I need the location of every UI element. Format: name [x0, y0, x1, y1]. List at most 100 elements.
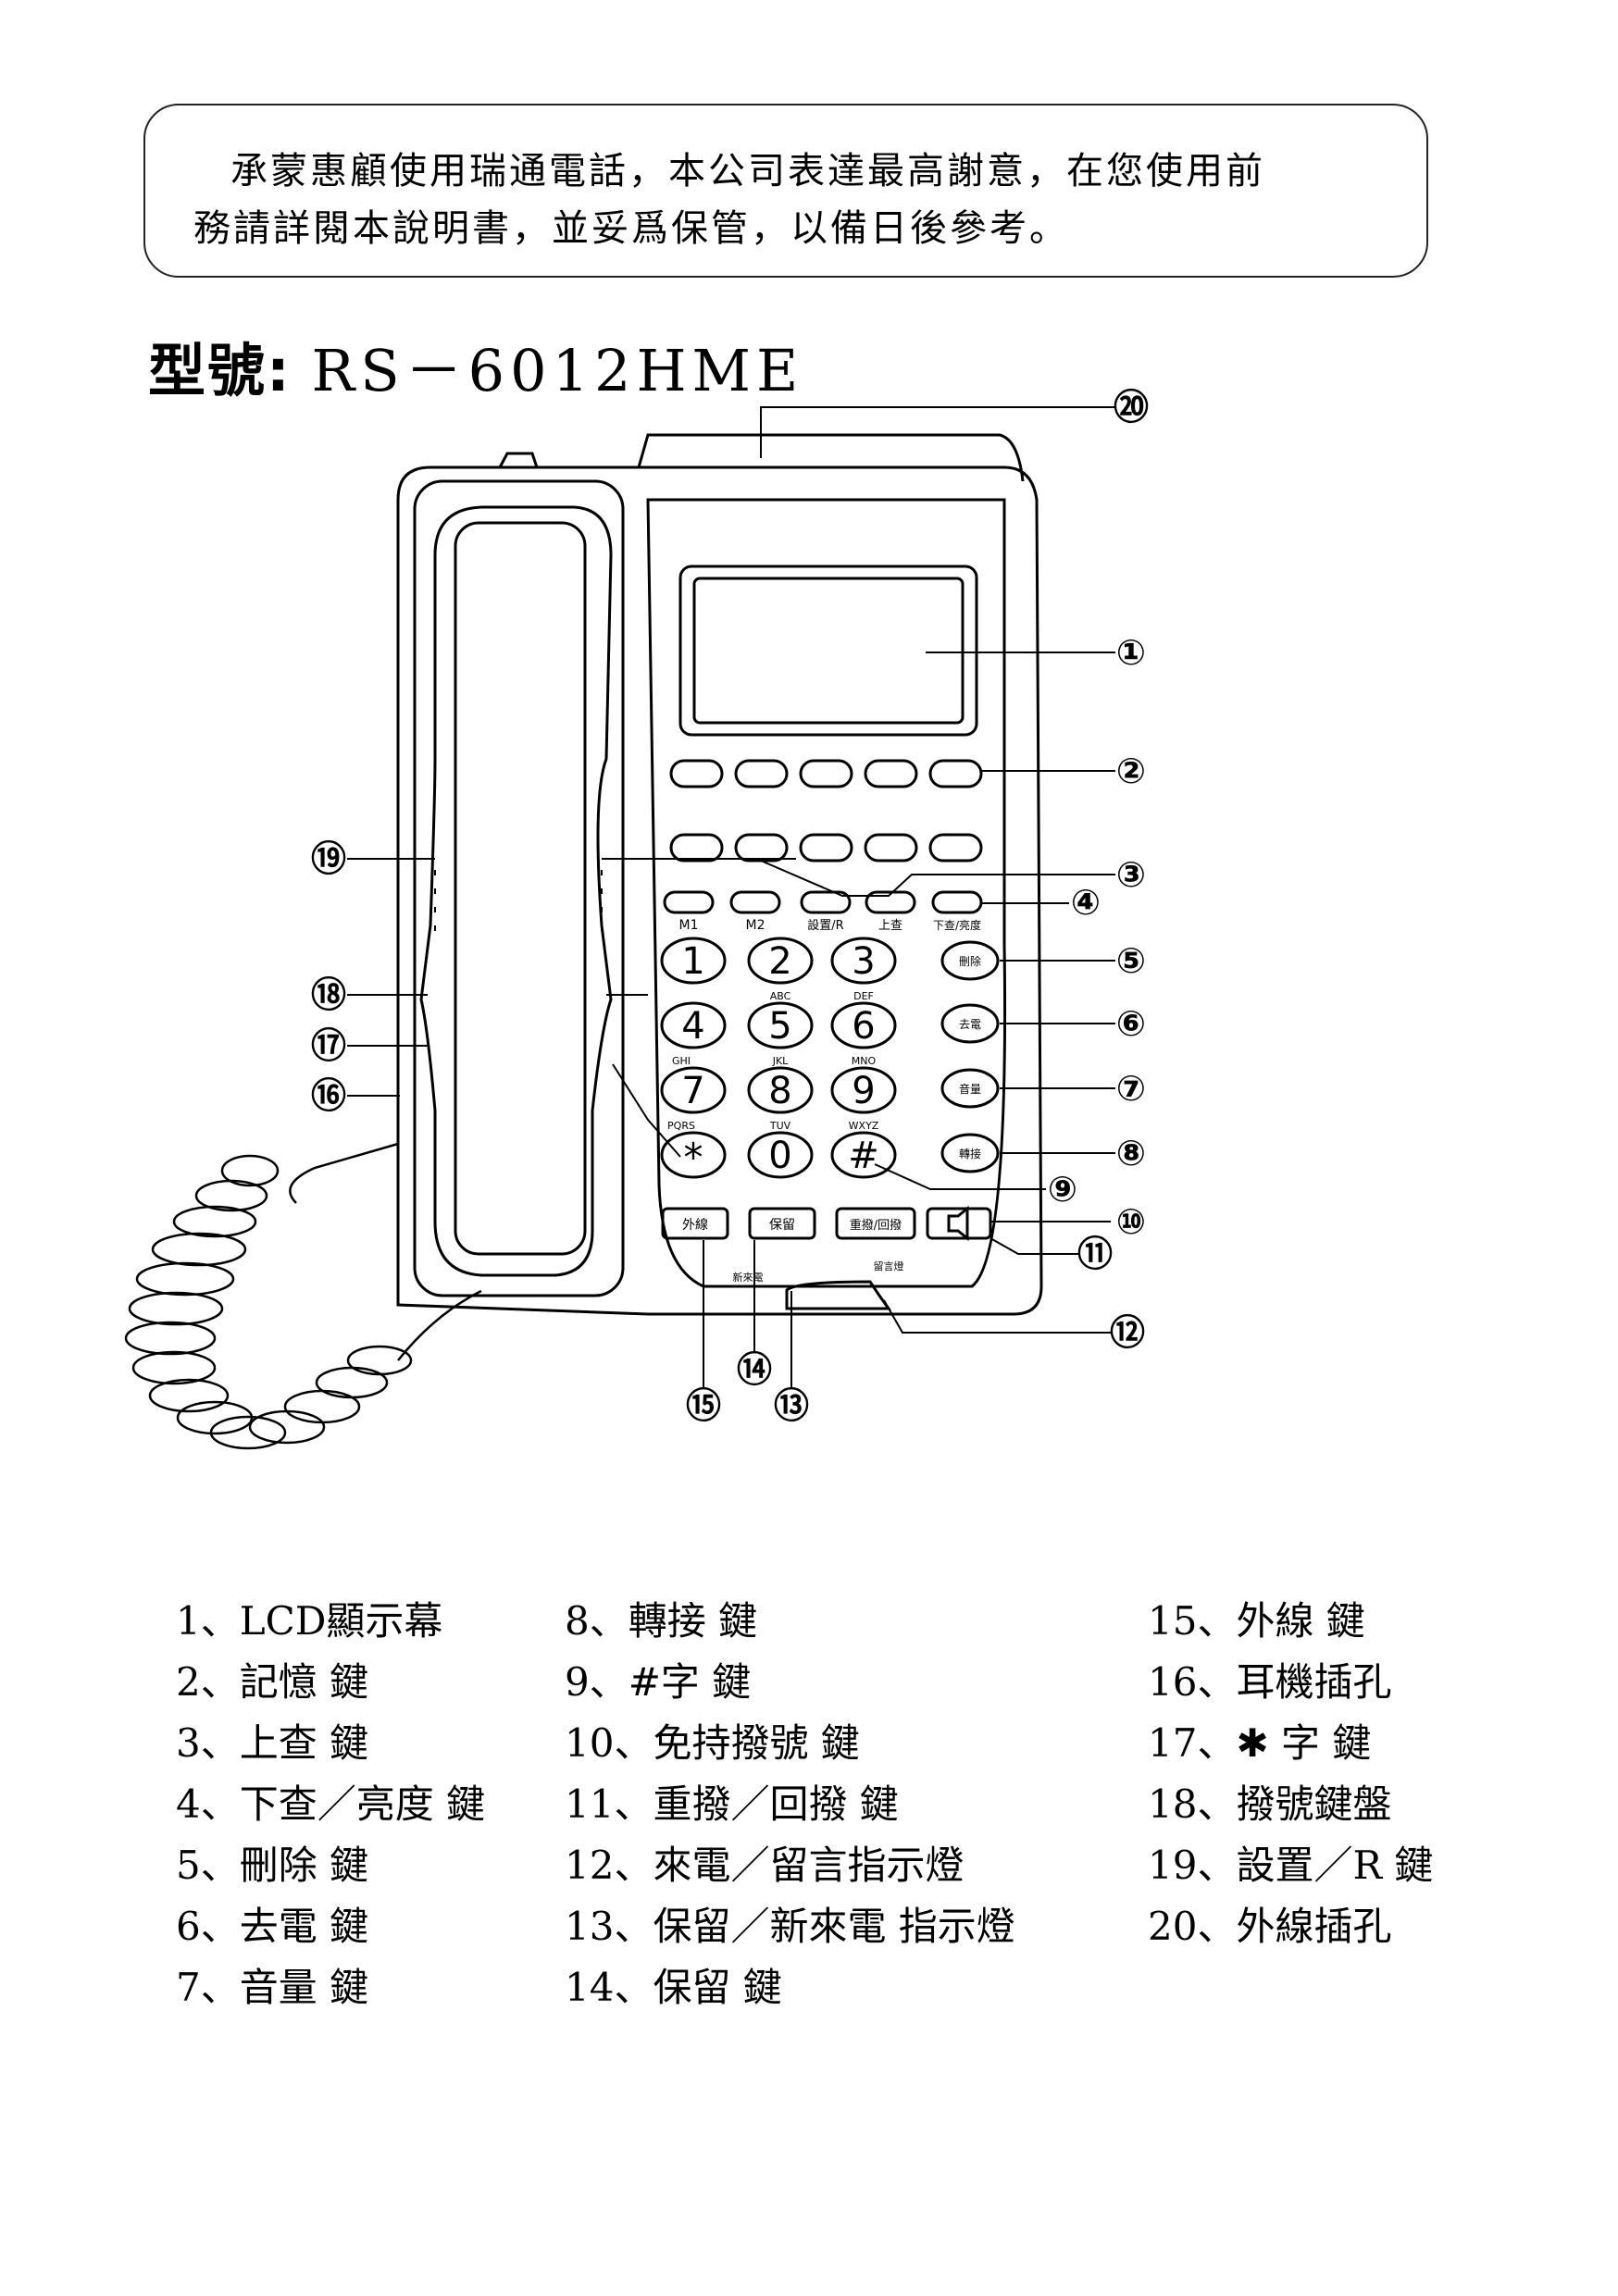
legend-item: 1、LCD顯示幕	[176, 1598, 443, 1644]
jack-plug	[498, 452, 539, 468]
legend-column-1: 1、LCD顯示幕 2、記憶 鍵 3、上查 鍵 4、下查／亮度 鍵 5、刪除 鍵 …	[176, 1590, 485, 2017]
memory-key	[864, 759, 918, 788]
callout-5: ⑤	[1116, 940, 1146, 981]
phone-diagram: M1 M2 設置/R 上查 下查/亮度 1 2 3 4 5 6 7 8 9 * …	[124, 387, 1149, 1450]
legend-item: 18、撥號鍵盤	[1148, 1781, 1392, 1827]
dial-digit-7: 7	[681, 1070, 704, 1112]
dial-key-7	[660, 1066, 727, 1114]
callout-8: ⑧	[1116, 1133, 1146, 1173]
key-label-set-r: 設置/R	[807, 918, 843, 933]
memory-key	[669, 833, 724, 863]
dial-digit-2: 2	[768, 940, 791, 983]
legend-item: 20、外線插孔	[1148, 1904, 1392, 1949]
legend-item: 14、保留 鍵	[565, 1965, 782, 2010]
side-key-label-delete: 刪除	[959, 954, 981, 968]
phone-top-ledge	[637, 433, 1025, 482]
legend-item: 13、保留／新來電 指示燈	[565, 1904, 1015, 1949]
callout-14: ⑭	[737, 1349, 772, 1390]
callout-17: ⑰	[311, 1025, 346, 1066]
callout-12: ⑫	[1110, 1312, 1145, 1353]
dial-letters-9: WXYZ	[849, 1120, 879, 1132]
dial-letters-4: GHI	[672, 1055, 691, 1067]
dial-key-3	[830, 937, 897, 985]
memory-key	[864, 833, 918, 863]
callout-2: ②	[1116, 751, 1146, 791]
callout-15: ⑮	[686, 1385, 721, 1426]
dial-key-hash	[830, 1131, 897, 1179]
callout-7: ⑦	[1116, 1068, 1146, 1109]
dial-digit-9: 9	[852, 1070, 875, 1112]
legend-item: 8、轉接 鍵	[565, 1598, 758, 1644]
legend-item: 19、設置／R 鍵	[1148, 1843, 1434, 1888]
dial-key-8	[747, 1066, 814, 1114]
legend-item: 7、音量 鍵	[176, 1965, 369, 2010]
legend-item: 5、刪除 鍵	[176, 1843, 369, 1888]
callout-1: ①	[1116, 632, 1146, 673]
legend-column-2: 8、轉接 鍵 9、#字 鍵 10、免持撥號 鍵 11、重撥／回撥 鍵 12、來電…	[565, 1590, 1015, 2017]
dial-digit-3: 3	[852, 940, 875, 983]
legend-column-3: 15、外線 鍵 16、耳機插孔 17、✱ 字 鍵 18、撥號鍵盤 19、設置／R…	[1148, 1590, 1433, 1956]
callout-10: ⑩	[1116, 1201, 1146, 1242]
function-key-m2	[729, 890, 781, 914]
function-keys	[663, 890, 983, 914]
dial-letters-8: TUV	[769, 1120, 791, 1132]
dial-key-6	[830, 1001, 897, 1049]
handset-inner	[454, 521, 587, 1256]
coiled-cord	[124, 1142, 482, 1450]
dial-key-1	[660, 937, 727, 985]
dial-letters-2: ABC	[770, 990, 791, 1002]
delete-key	[940, 940, 1000, 981]
callout-20: ⑳	[1114, 387, 1149, 428]
dial-key-4	[660, 1001, 727, 1049]
leader-17b	[612, 1063, 681, 1158]
callout-16: ⑯	[311, 1075, 346, 1116]
dial-digit-4: 4	[681, 1005, 704, 1048]
leader-20	[760, 406, 1115, 458]
callout-3: ③	[1116, 854, 1146, 895]
volume-key	[940, 1068, 1000, 1109]
indicator-label-message: 留言燈	[874, 1260, 904, 1272]
memory-key	[928, 833, 983, 863]
memory-key	[734, 759, 789, 788]
memory-key	[734, 833, 789, 863]
lcd-window	[692, 577, 965, 725]
side-key-label-volume: 音量	[959, 1082, 981, 1096]
legend-item: 17、✱ 字 鍵	[1148, 1720, 1372, 1766]
grille-dots	[434, 870, 603, 931]
outgoing-key	[940, 1003, 1000, 1044]
side-key-label-outgoing: 去電	[959, 1018, 981, 1031]
side-keys	[940, 940, 1000, 1173]
memory-key	[799, 759, 853, 788]
dial-key-9	[830, 1066, 897, 1114]
indicator-bar	[785, 1280, 891, 1310]
leader-3	[760, 860, 1115, 897]
callout-13: ⑬	[774, 1385, 809, 1426]
legend-item: 2、記憶 鍵	[176, 1659, 369, 1705]
callout-6: ⑥	[1116, 1003, 1146, 1044]
dial-digit-6: 6	[852, 1005, 875, 1048]
dial-digit-hash: #	[848, 1135, 879, 1177]
handset	[419, 505, 613, 1277]
dial-digit-1: 1	[681, 940, 704, 983]
dial-letters-6: MNO	[852, 1055, 877, 1067]
memory-key	[928, 759, 983, 788]
leader-12	[883, 1299, 1111, 1334]
side-key-label-transfer: 轉接	[959, 1147, 981, 1160]
dial-letters-7: PQRS	[667, 1120, 695, 1132]
model-number: RS－6012HME	[311, 337, 804, 404]
callout-11: ⑪	[1077, 1234, 1113, 1274]
memory-keys	[669, 759, 983, 863]
legend-item: 3、上查 鍵	[176, 1720, 369, 1766]
speaker-key	[926, 1207, 992, 1240]
dial-digit-0: 0	[768, 1135, 791, 1177]
dial-key-5	[747, 1001, 814, 1049]
hold-key	[748, 1207, 816, 1240]
legend-item: 16、耳機插孔	[1148, 1659, 1392, 1705]
dial-digit-8: 8	[768, 1070, 791, 1112]
legend-item: 9、#字 鍵	[565, 1659, 752, 1705]
model-label: 型號:	[148, 337, 292, 404]
function-key-set-r	[800, 890, 852, 914]
key-label-down: 下查/亮度	[933, 918, 981, 932]
notice-line-1: 承蒙惠顧使用瑞通電話，本公司表達最高謝意，在您使用前	[230, 150, 1265, 192]
legend-item: 15、外線 鍵	[1148, 1598, 1365, 1644]
